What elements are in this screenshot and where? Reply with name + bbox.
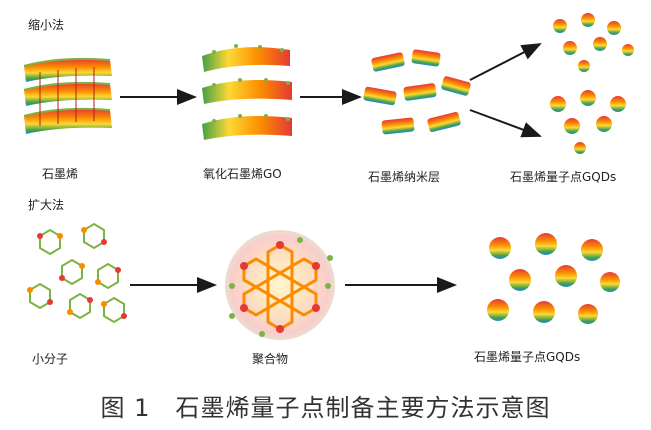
gqds-cluster-upper-icon — [553, 13, 634, 72]
figure-caption: 图 1 石墨烯量子点制备主要方法示意图 — [100, 394, 551, 422]
arrow-nanosheet-to-gqds-upper — [469, 43, 542, 81]
label-graphene-oxide: 氧化石墨烯GO — [203, 167, 282, 181]
bottom-method-title: 扩大法 — [28, 198, 65, 212]
small-molecules-icon — [27, 222, 127, 324]
top-method-title: 缩小法 — [28, 18, 65, 32]
label-gqds-top: 石墨烯量子点GQDs — [510, 170, 617, 184]
label-graphene: 石墨烯 — [42, 167, 79, 181]
label-polymer: 聚合物 — [252, 352, 289, 366]
graphene-oxide-icon — [202, 44, 292, 140]
gqds-cluster-lower-icon — [550, 90, 626, 154]
graphene-nanosheet-icon — [363, 49, 471, 135]
label-graphene-nanosheet: 石墨烯纳米层 — [368, 170, 441, 184]
label-gqds-bottom: 石墨烯量子点GQDs — [474, 350, 581, 364]
gqds-cluster-bottom-icon — [487, 233, 620, 324]
polymer-network-icon — [225, 230, 335, 340]
arrow-nanosheet-to-gqds-lower — [469, 109, 542, 138]
graphite-stack-icon — [23, 57, 112, 134]
label-small-molecule: 小分子 — [32, 352, 69, 366]
